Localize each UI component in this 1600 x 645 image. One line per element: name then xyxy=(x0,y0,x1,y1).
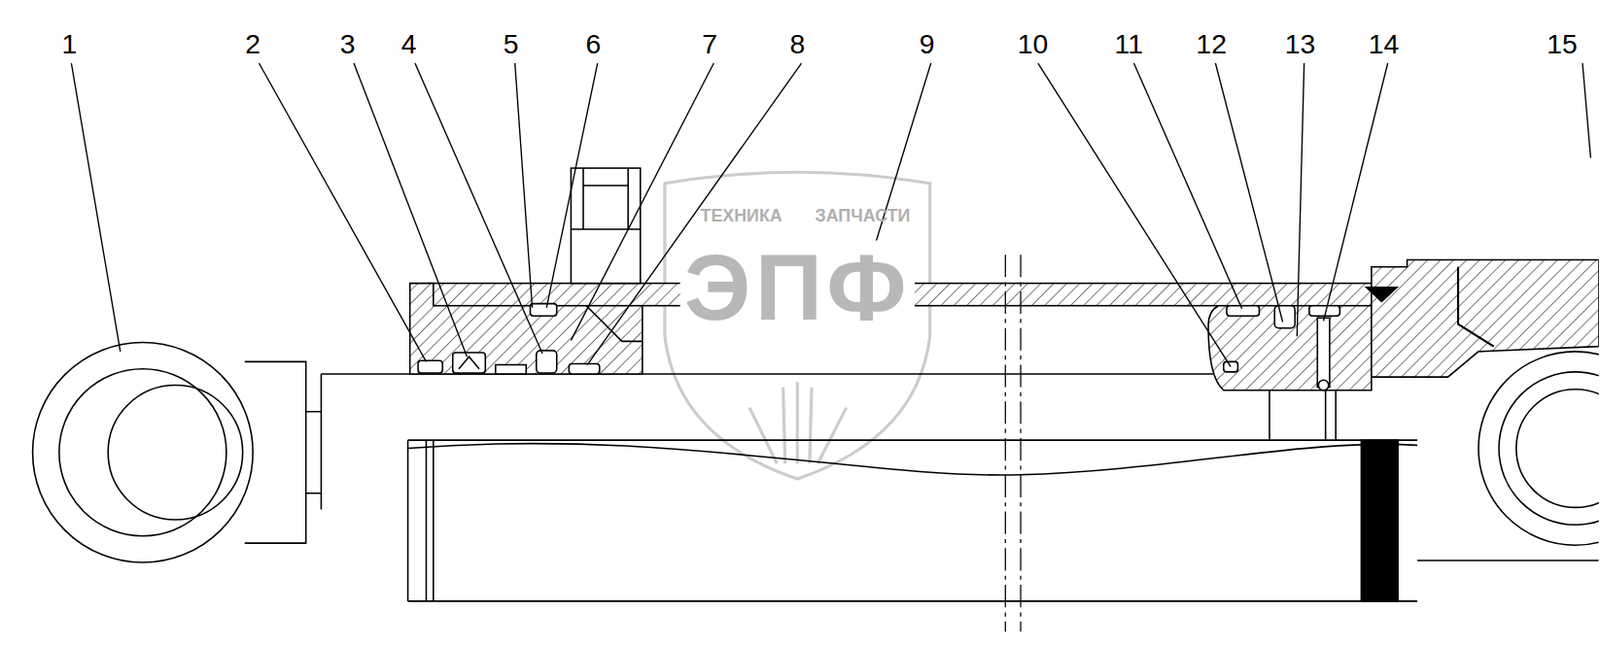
watermark-text: ТЕХНИКА xyxy=(700,207,783,225)
callout-number: 8 xyxy=(766,30,829,58)
callout-number: 10 xyxy=(1002,30,1064,58)
callout-number: 3 xyxy=(316,30,379,58)
callout-number: 13 xyxy=(1269,30,1331,58)
callout-number: 14 xyxy=(1353,30,1415,58)
watermark-text: ЭПФ xyxy=(680,241,915,336)
callout-number: 5 xyxy=(480,30,542,58)
callout-number: 9 xyxy=(896,30,958,58)
callout-number: 1 xyxy=(38,30,101,58)
callout-number: 11 xyxy=(1098,30,1160,58)
callout-number: 6 xyxy=(562,30,625,58)
callout-number: 2 xyxy=(222,30,284,58)
callout-number: 7 xyxy=(679,30,741,58)
callout-number: 4 xyxy=(378,30,440,58)
callout-number: 12 xyxy=(1181,30,1243,58)
callout-number: 15 xyxy=(1531,30,1594,58)
watermark-text: ЗАПЧАСТИ xyxy=(815,207,911,225)
